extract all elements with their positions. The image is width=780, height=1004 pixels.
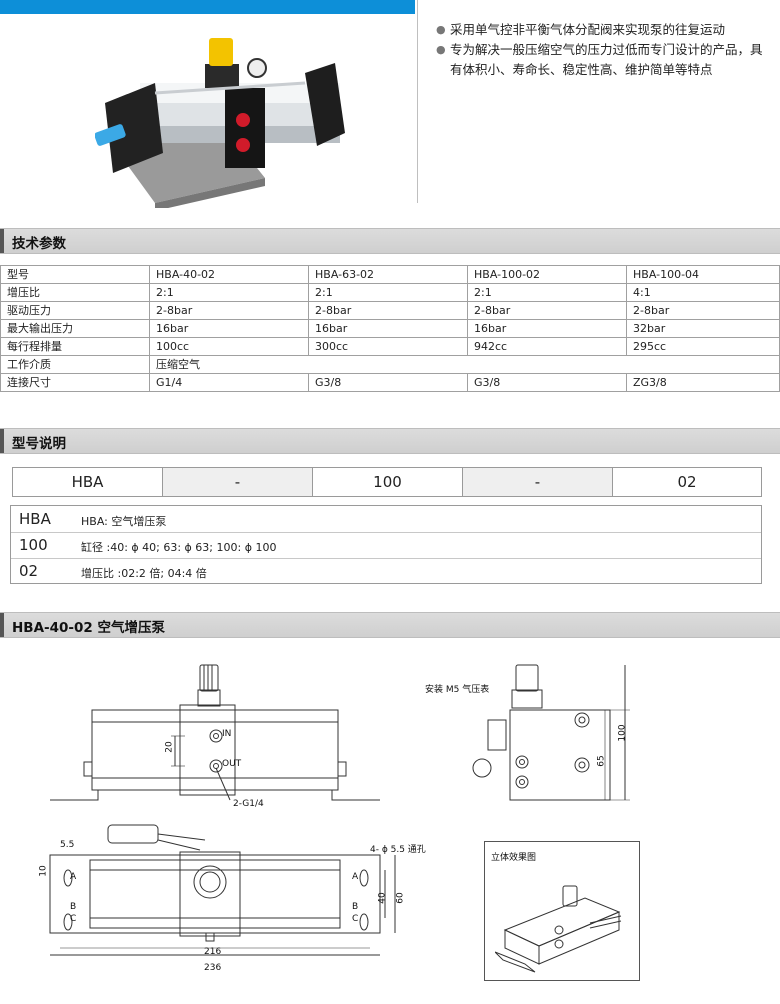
- dim-label: 216: [204, 947, 222, 957]
- section-marker: [0, 429, 4, 453]
- dim-label: 236: [204, 963, 222, 973]
- port-b-label: B: [352, 902, 359, 912]
- iso-title: 立体效果图: [491, 853, 537, 863]
- product-photo: [95, 38, 345, 208]
- port-out-label: OUT: [222, 759, 242, 769]
- isometric-view-box: 立体效果图: [484, 841, 640, 981]
- section-header-model: 型号说明: [0, 428, 780, 454]
- section-header-tech: 技术参数: [0, 228, 780, 254]
- dim-label: 20: [164, 741, 175, 753]
- port-a-label: A: [70, 872, 77, 882]
- gauge-label: 安装 M5 气压表: [425, 685, 490, 695]
- port-b-label: B: [70, 902, 77, 912]
- section-title: HBA-40-02 空气增压泵: [12, 620, 166, 636]
- dim-label: 10: [38, 865, 49, 877]
- section-title: 技术参数: [12, 236, 66, 252]
- port-in-label: IN: [222, 729, 232, 739]
- feature-item: ●专为解决一般压缩空气的压力过低而专门设计的产品，具有体积小、寿命长、稳定性高、…: [436, 40, 766, 80]
- header-divider: [417, 0, 418, 203]
- top-view-drawing: [49, 824, 396, 956]
- model-code-segment: HBA: [12, 467, 163, 497]
- model-code-segment: 100: [312, 467, 463, 497]
- section-marker: [0, 229, 4, 253]
- feature-item: ●采用单气控非平衡气体分配阀来实现泵的往复运动: [436, 20, 766, 40]
- front-view-drawing: [50, 664, 380, 801]
- holes-label: 4- ϕ 5.5 通孔: [370, 845, 426, 855]
- port-c-label: C: [352, 914, 359, 924]
- dim-label: 5.5: [60, 840, 75, 850]
- bullet-icon: ●: [436, 23, 446, 36]
- dim-label: 65: [596, 755, 607, 767]
- bullet-icon: ●: [436, 43, 446, 56]
- table-row: 工作介质压缩空气: [0, 355, 780, 374]
- model-code-segment: -: [462, 467, 613, 497]
- dim-label: 40: [377, 892, 388, 904]
- section-header-drawing: HBA-40-02 空气增压泵: [0, 612, 780, 638]
- model-code-segment: 02: [612, 467, 762, 497]
- dim-label: 100: [617, 724, 628, 742]
- side-view-drawing: [472, 664, 630, 801]
- isometric-drawing: [495, 885, 622, 973]
- port-size-label: 2-G1/4: [233, 799, 264, 809]
- section-title: 型号说明: [12, 436, 66, 452]
- dim-label: 60: [395, 892, 406, 904]
- header-accent-bar: [0, 0, 415, 14]
- port-a-label: A: [352, 872, 359, 882]
- feature-list: ●采用单气控非平衡气体分配阀来实现泵的往复运动 ●专为解决一般压缩空气的压力过低…: [436, 20, 766, 80]
- model-code-segment: -: [162, 467, 313, 497]
- port-c-label: C: [70, 914, 77, 924]
- section-marker: [0, 613, 4, 637]
